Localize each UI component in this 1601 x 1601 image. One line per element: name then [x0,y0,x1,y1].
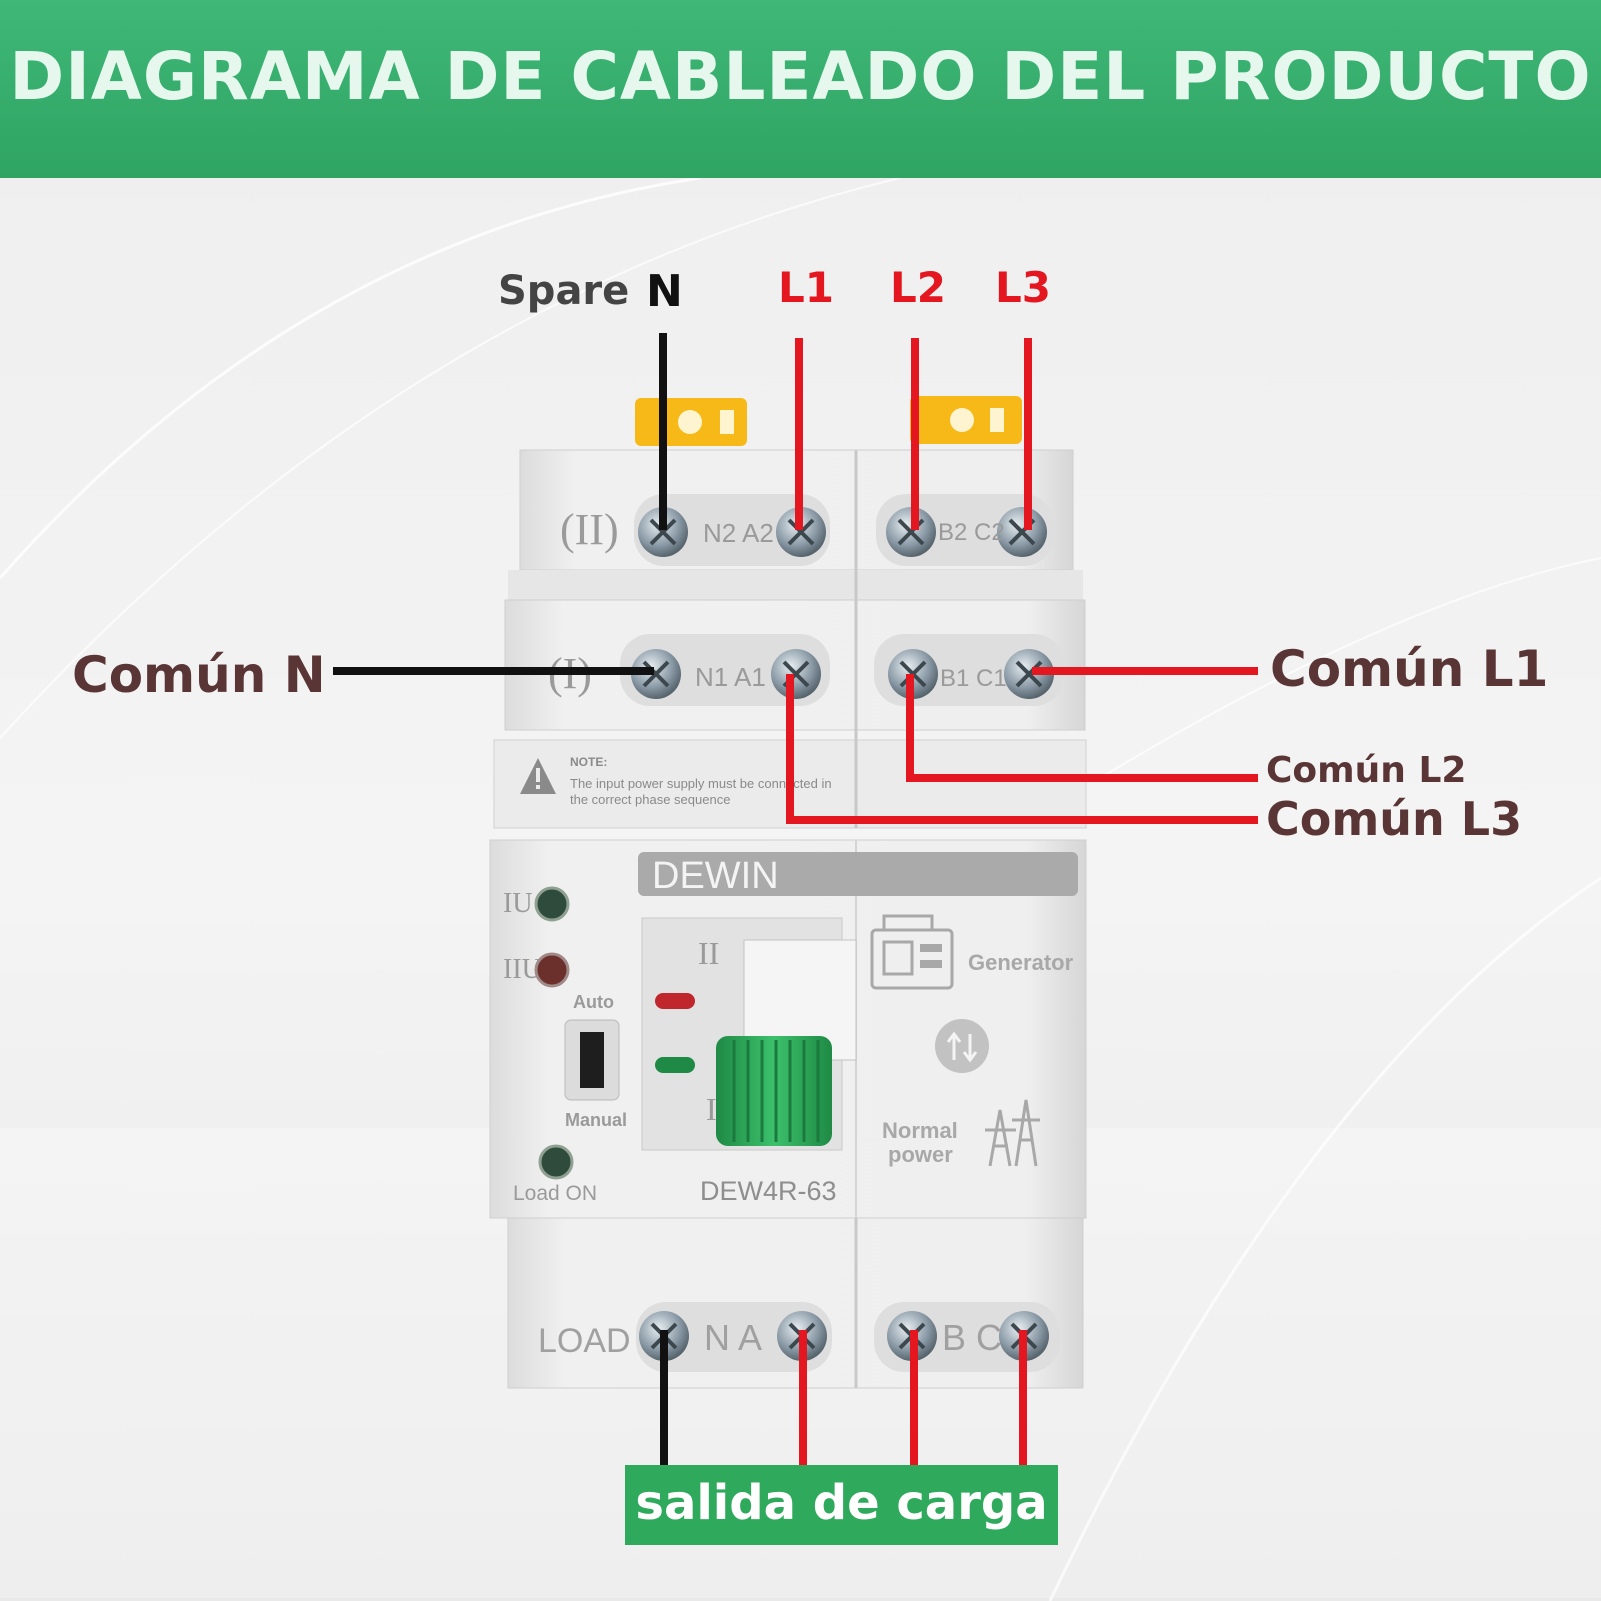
terminal-screw-a1 [771,649,821,699]
top-clip-left [635,398,747,446]
load-mark: LOAD [538,1322,631,1360]
row-ii-terminals-right: B2 C2 [938,519,1005,546]
common-n-label: Común N [72,646,326,704]
indicator-iu-light [534,886,570,922]
mode-auto-label: Auto [573,992,614,1012]
power-tower-icon [985,1099,1040,1167]
terminal-screw-n2 [638,507,688,557]
load-terminals-left: N A [704,1317,762,1358]
brand-logo: DEWIN [652,855,779,897]
note-line-1: The input power supply must be connected… [570,776,832,791]
l2-input-label: L2 [890,263,946,312]
row-ii-mark: (II) [560,505,619,554]
status-led-green [655,1057,695,1073]
switch-handle[interactable] [716,1036,832,1146]
row-i-terminals-left: N1 A1 [695,662,766,692]
transfer-arrows-icon [935,1019,989,1073]
wire-common-l2 [906,674,1258,782]
common-l2-label: Común L2 [1266,750,1467,791]
common-l3-label: Común L3 [1266,792,1523,846]
load-on-light [538,1144,574,1180]
row-ii-terminals-left: N2 A2 [703,518,774,548]
wire-common-l3 [786,674,1258,824]
load-on-label: Load ON [513,1182,597,1205]
indicator-iu-label: IU [503,888,533,919]
terminal-screw-a2 [776,507,826,557]
model-number: DEW4R-63 [700,1176,837,1206]
generator-icon [870,914,954,990]
terminal-screw-c1 [1004,649,1054,699]
indicator-iiu-light [534,952,570,988]
warning-icon [520,758,556,794]
note-line-2: the correct phase sequence [570,792,730,807]
load-terminals-right: B C [942,1317,1002,1358]
switch-position-ii: II [698,935,719,971]
status-led-red [655,993,695,1009]
mode-manual-label: Manual [565,1110,627,1130]
normal-power-label-line1: Normal [882,1118,958,1143]
spare-label: Spare [498,268,630,314]
row-i-terminals-right: B1 C1 [940,665,1007,692]
common-l1-label: Común L1 [1270,640,1549,698]
title-banner: DIAGRAMA DE CABLEADO DEL PRODUCTO [0,0,1601,178]
l3-input-label: L3 [995,263,1051,312]
note-title: NOTE: [570,755,607,769]
load-output-label: salida de carga [635,1475,1048,1531]
mode-selector-switch[interactable] [564,1019,620,1101]
switch-position-i: I [706,1091,717,1127]
load-output-box: salida de carga [625,1465,1058,1545]
l1-input-label: L1 [778,263,834,312]
load-terminal-block [507,1217,1084,1389]
top-clip-right [910,396,1022,444]
normal-power-label-line2: power [888,1142,953,1167]
terminal-screw-n1 [631,649,681,699]
banner-title: DIAGRAMA DE CABLEADO DEL PRODUCTO [9,38,1592,115]
generator-label: Generator [968,950,1074,975]
spare-n-label: N [646,266,683,317]
